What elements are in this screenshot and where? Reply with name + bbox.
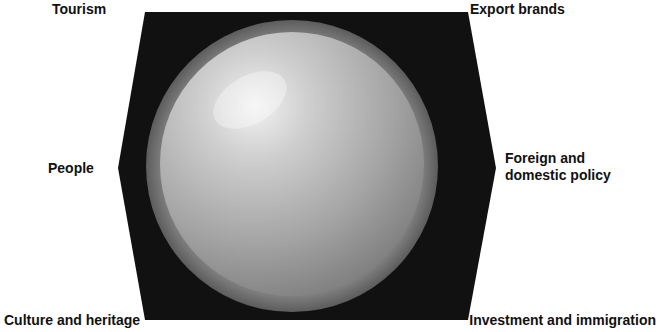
category-label: People (48, 160, 94, 177)
sphere (160, 32, 424, 296)
category-label: Tourism (52, 1, 106, 18)
hexagon (118, 12, 496, 320)
category-label: Investment and immigration (469, 312, 656, 329)
category-label: Export brands (470, 1, 565, 18)
category-label: Culture and heritage (4, 312, 140, 329)
sphere-highlight (203, 59, 296, 141)
sphere-rim (146, 20, 438, 312)
category-label: Foreign and domestic policy (505, 150, 650, 184)
